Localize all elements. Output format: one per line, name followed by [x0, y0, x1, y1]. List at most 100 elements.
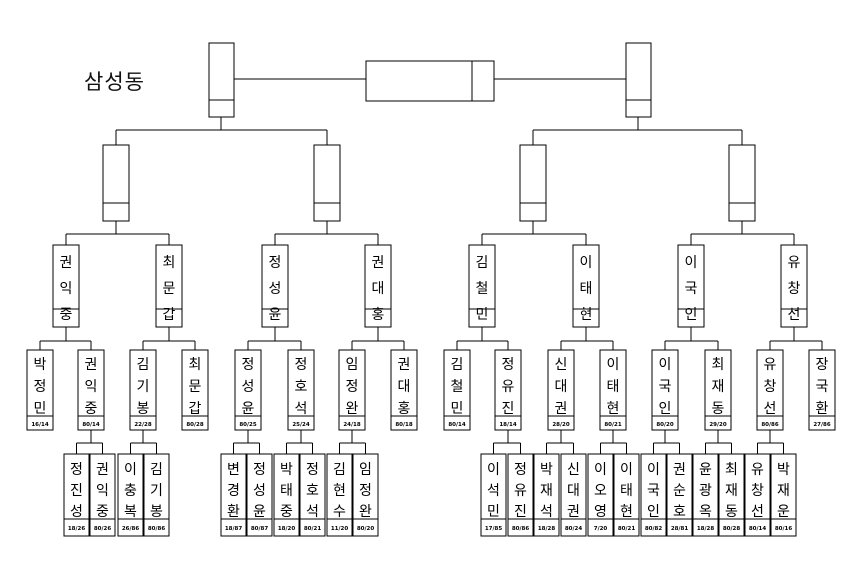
round3-name: 대 — [555, 379, 568, 395]
round3-name: 문 — [189, 379, 202, 395]
round3-name: 홍 — [398, 401, 411, 417]
round2-name: 수 — [333, 504, 346, 520]
round3-name: 정 — [346, 379, 359, 395]
round2-name: 광 — [699, 483, 712, 499]
round2-name: 박 — [777, 462, 790, 478]
round3-name: 최 — [189, 357, 202, 373]
round2-name: 영 — [594, 504, 607, 520]
round2-score: 80/26 — [94, 526, 111, 532]
round3-score: 80/14 — [448, 422, 465, 428]
round3-box — [26, 349, 54, 431]
round3-box — [651, 349, 679, 431]
round3-name: 이 — [607, 357, 620, 373]
round2-name: 선 — [751, 504, 764, 520]
round2-score: 80/14 — [749, 526, 766, 532]
round2-box — [718, 453, 745, 537]
round3-score: 80/18 — [395, 422, 412, 428]
round2-box — [326, 453, 353, 537]
round3-box — [181, 349, 209, 431]
round2-name: 변 — [227, 462, 240, 478]
round2-score: 18/87 — [225, 526, 242, 532]
round2-name: 석 — [487, 483, 500, 499]
round2-name: 오 — [594, 483, 607, 499]
round2-score: 18/28 — [538, 526, 555, 532]
round2-name: 봉 — [150, 504, 163, 520]
round3-score: 80/14 — [82, 422, 99, 428]
round2-name: 이 — [620, 462, 633, 478]
round2-name: 권 — [96, 462, 109, 478]
round3-name: 윤 — [242, 401, 255, 417]
round3-name: 임 — [346, 357, 359, 373]
round2-score: 80/28 — [723, 526, 740, 532]
round2-name: 재 — [540, 483, 553, 499]
round3-name: 민 — [34, 401, 47, 417]
round2-name: 김 — [150, 462, 163, 478]
round3-score: 25/24 — [292, 422, 309, 428]
round3-score: 80/86 — [761, 422, 778, 428]
round4-box — [780, 244, 808, 328]
round2-name: 정 — [70, 462, 83, 478]
round3-box — [77, 349, 105, 431]
bracket-title: 삼성동 — [84, 70, 145, 94]
round3-box — [756, 349, 784, 431]
round3-name: 권 — [85, 357, 98, 373]
round2-box — [63, 453, 90, 537]
round2-name: 윤 — [253, 504, 266, 520]
round3-name: 정 — [242, 357, 255, 373]
round2-box — [770, 453, 797, 537]
round3-score: 16/14 — [31, 422, 48, 428]
round4-name: 권 — [372, 255, 385, 271]
round2-name: 옥 — [699, 504, 712, 520]
round2-name: 이 — [647, 462, 660, 478]
round3-box — [704, 349, 732, 431]
round2-name: 태 — [280, 483, 293, 499]
round3-name: 창 — [764, 379, 777, 395]
round3-name: 동 — [712, 401, 725, 417]
semifinal-box-right — [625, 42, 652, 118]
round3-name: 국 — [816, 379, 829, 395]
round2-name: 유 — [514, 483, 527, 499]
round4-name: 김 — [476, 255, 489, 271]
round3-name: 최 — [712, 357, 725, 373]
round3-name: 박 — [34, 357, 47, 373]
round3-box — [599, 349, 627, 431]
round2-name: 정 — [253, 462, 266, 478]
round2-score: 80/86 — [148, 526, 165, 532]
round2-name: 이 — [124, 462, 137, 478]
round3-name: 유 — [502, 379, 515, 395]
round4-name: 최 — [163, 255, 176, 271]
round2-box — [246, 453, 273, 537]
round3-score: 80/21 — [604, 422, 621, 428]
round2-name: 성 — [70, 504, 83, 520]
round2-box — [507, 453, 534, 537]
round2-box — [273, 453, 300, 537]
round4-box — [155, 244, 183, 328]
round3-name: 철 — [451, 379, 464, 395]
round2-score: 11/20 — [331, 526, 348, 532]
round2-name: 국 — [647, 483, 660, 499]
round4-name: 중 — [60, 307, 73, 323]
round2-score: 7/20 — [594, 526, 608, 532]
round3-name: 신 — [555, 357, 568, 373]
round4-name: 이 — [685, 255, 698, 271]
round3-name: 태 — [607, 379, 620, 395]
round2-box — [299, 453, 326, 537]
round3-score: 80/28 — [186, 422, 203, 428]
round4-name: 인 — [685, 307, 698, 323]
round3-name: 기 — [137, 379, 150, 395]
round3-score: 22/28 — [134, 422, 151, 428]
round2-name: 창 — [751, 483, 764, 499]
round4-name: 유 — [788, 255, 801, 271]
round4-name: 민 — [476, 307, 489, 323]
round2-name: 박 — [280, 462, 293, 478]
round3-box — [390, 349, 418, 431]
round2-score: 18/28 — [697, 526, 714, 532]
round3-name: 진 — [502, 401, 515, 417]
round2-name: 복 — [124, 504, 137, 520]
round3-name: 김 — [451, 357, 464, 373]
round2-score: 80/16 — [775, 526, 792, 532]
round4-name: 이 — [580, 255, 593, 271]
round2-box — [692, 453, 719, 537]
round3-box — [234, 349, 262, 431]
round2-name: 중 — [280, 504, 293, 520]
